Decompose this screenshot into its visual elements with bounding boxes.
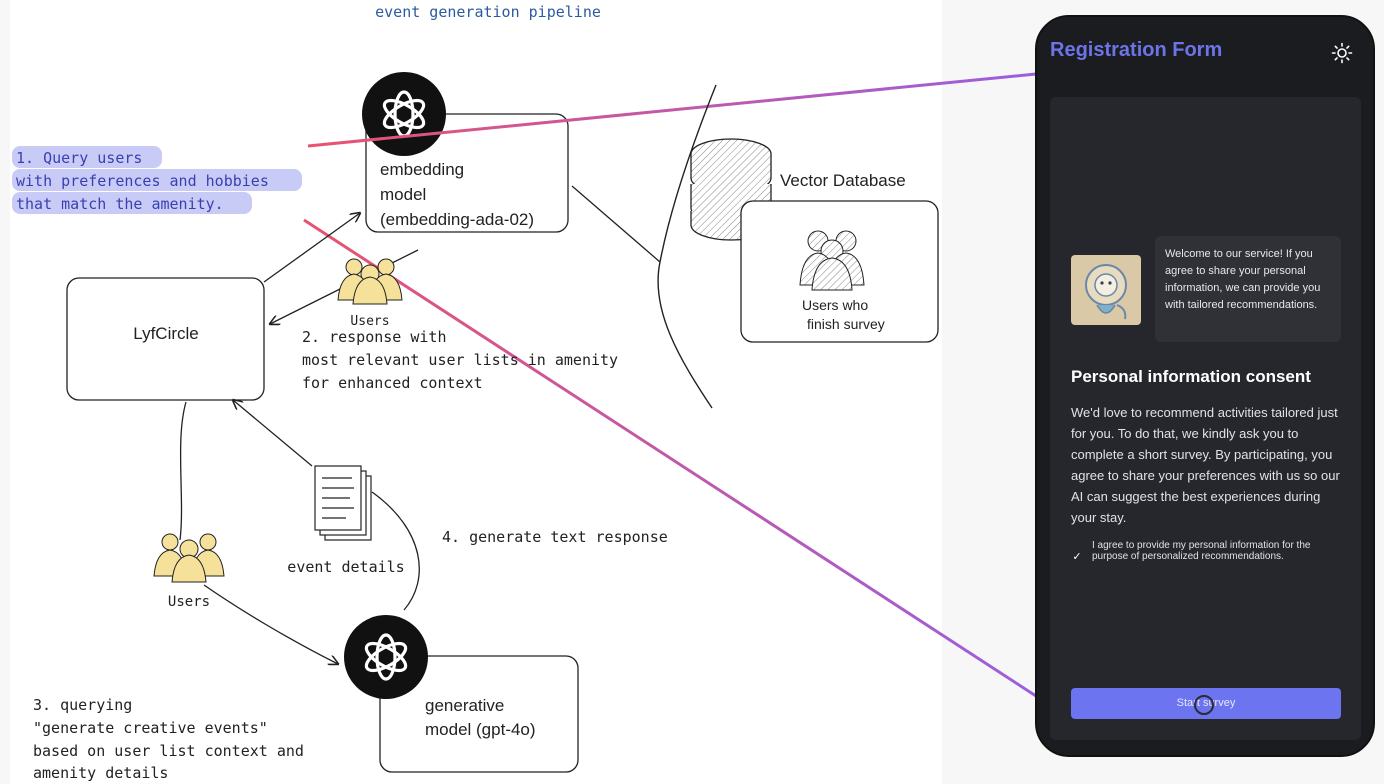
sun-icon[interactable] xyxy=(1331,42,1353,64)
db-users-box: Users who finish survey xyxy=(740,200,939,343)
document-stack-icon xyxy=(314,465,372,541)
db-users-line-1: Users who xyxy=(802,297,868,313)
consent-title: Personal information consent xyxy=(1071,367,1311,386)
note-query-line-3: that match the amenity. xyxy=(16,195,224,213)
generative-line-1: generative xyxy=(425,696,504,715)
lion-mascot-avatar xyxy=(1071,255,1141,325)
lyfcircle-box: LyfCircle xyxy=(66,277,265,401)
embedding-line-3: (embedding-ada-02) xyxy=(380,210,534,229)
query-note-line-2: "generate creative events" xyxy=(33,719,268,737)
embedding-line-2: model xyxy=(380,185,426,204)
generate-note: 4. generate text response xyxy=(442,528,668,546)
welcome-message: Welcome to our service! If you agree to … xyxy=(1155,236,1341,342)
consent-body: We'd love to recommend activities tailor… xyxy=(1071,405,1340,525)
event-details-label: event details xyxy=(287,558,404,576)
users-label-bottom: Users xyxy=(168,594,210,610)
arrow-event-to-lyfcircle xyxy=(233,400,313,467)
generative-to-doc-curve xyxy=(371,491,420,611)
registration-form-title: Registration Form xyxy=(1050,39,1223,61)
response-note-line-2: most relevant user lists in amenity xyxy=(302,351,618,369)
diagram-title: event generation pipeline xyxy=(375,3,601,21)
arrow-to-generative xyxy=(203,584,338,664)
note-query-line-1: 1. Query users xyxy=(16,149,142,167)
form-card: Welcome to our service! If you agree to … xyxy=(1050,97,1361,740)
query-note-line-1: 3. querying xyxy=(33,696,132,714)
query-users-note: 1. Query users with preferences and hobb… xyxy=(12,146,302,214)
generative-line-2: model (gpt-4o) xyxy=(425,720,536,739)
response-note-line-3: for enhanced context xyxy=(302,374,483,392)
response-note-line-1: 2. response with xyxy=(302,328,447,346)
vector-db-label: Vector Database xyxy=(780,171,906,190)
users-group-icon xyxy=(799,230,865,291)
consent-checkbox[interactable]: ✓ xyxy=(1072,550,1082,563)
users-icon-top xyxy=(337,258,403,305)
consent-checkbox-label: I agree to provide my personal informati… xyxy=(1092,540,1311,562)
embedding-line-1: embedding xyxy=(380,160,464,179)
db-users-line-2: finish survey xyxy=(807,316,885,332)
generative-model-box: generative model (gpt-4o) xyxy=(379,655,579,773)
arrow-to-embedding xyxy=(263,213,360,283)
openai-logo-icon xyxy=(362,72,446,156)
phone-mockup: Registration Form xyxy=(1035,15,1375,757)
users-label-top: Users xyxy=(350,314,389,329)
openai-logo-bottom-icon xyxy=(344,615,428,699)
query-note-line-4: amenity details xyxy=(33,764,168,782)
phone-header: Registration Form xyxy=(1037,17,1373,85)
query-note-line-3: based on user list context and xyxy=(33,742,304,760)
lion-icon xyxy=(1085,264,1127,320)
start-survey-button[interactable]: Start survey xyxy=(1071,688,1341,719)
lyfcircle-down-line xyxy=(179,401,187,541)
cursor-ring-icon xyxy=(1194,695,1214,715)
lyfcircle-label: LyfCircle xyxy=(133,324,199,343)
embedding-to-db-line xyxy=(571,185,661,263)
note-query-line-2: with preferences and hobbies xyxy=(16,172,269,190)
connector-line-top xyxy=(307,72,1037,148)
users-icon-bottom xyxy=(153,533,225,583)
connector-line-bottom xyxy=(303,218,1037,698)
